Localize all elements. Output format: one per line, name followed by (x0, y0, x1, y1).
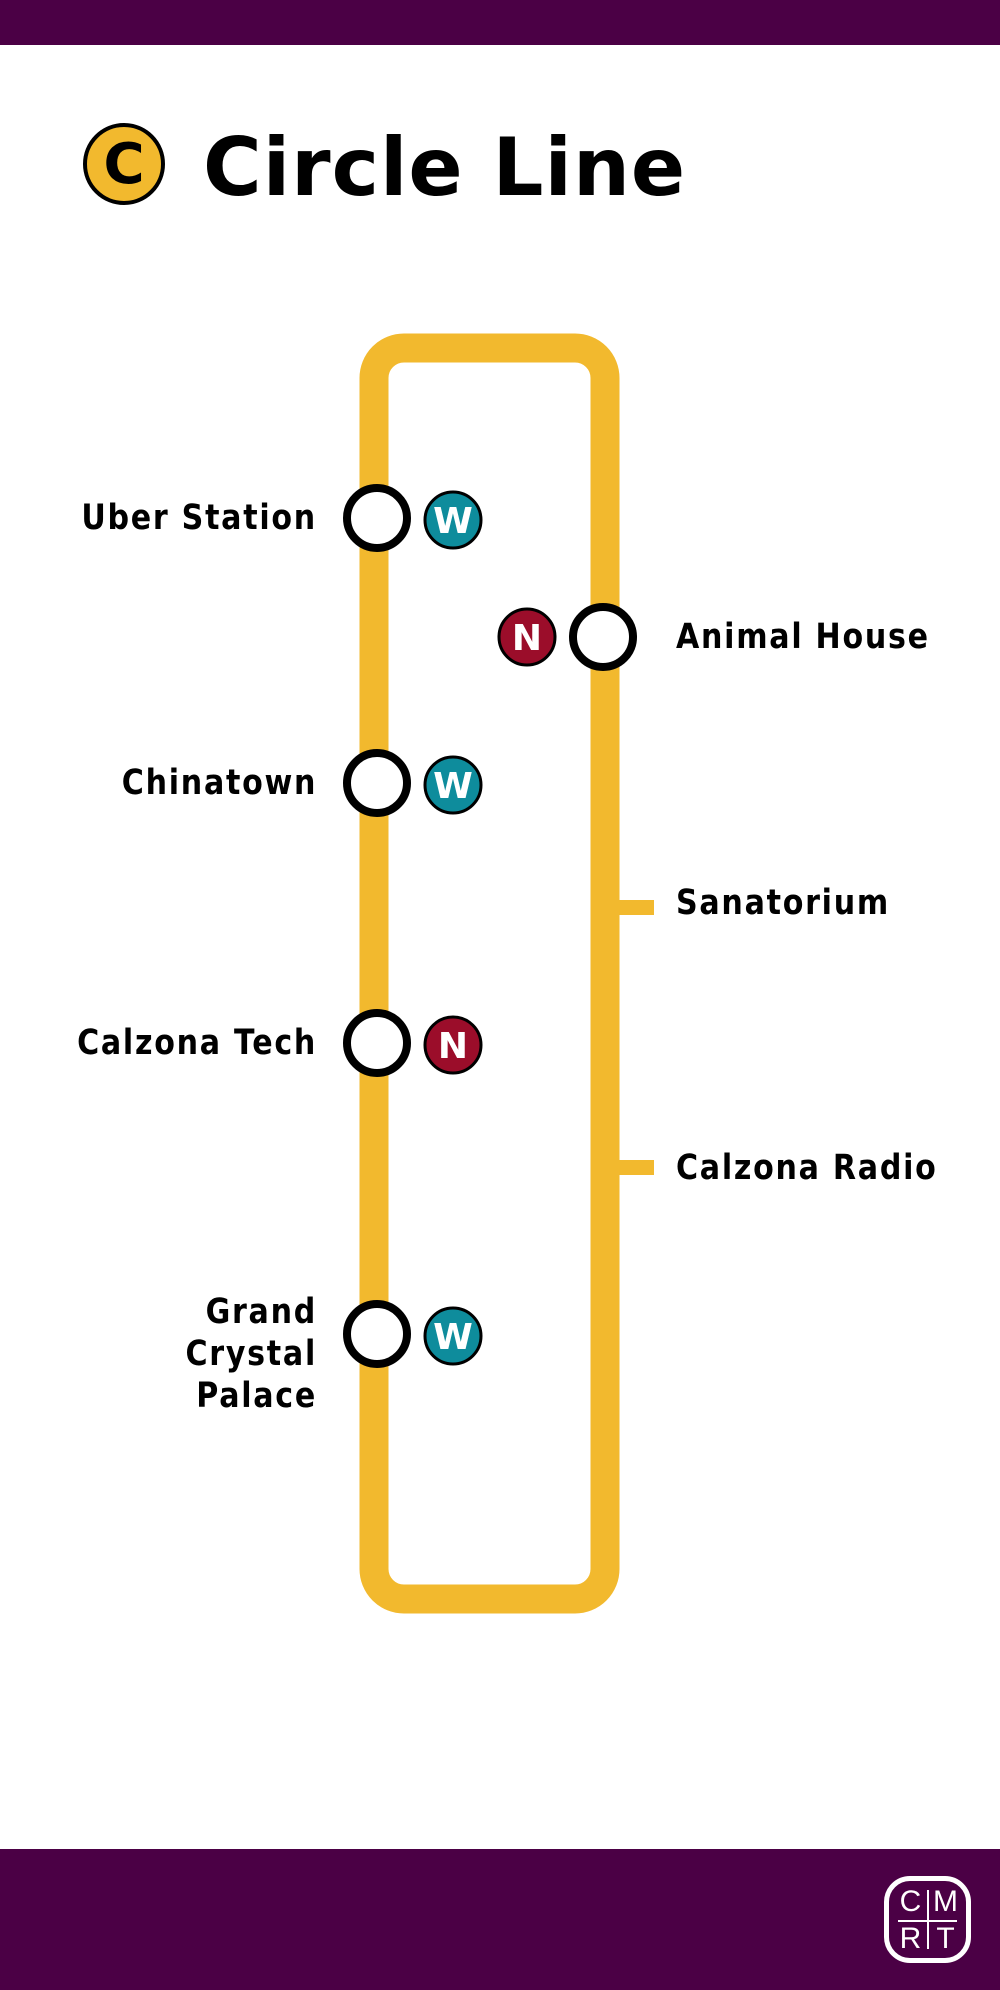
station-marker-uber-station[interactable] (343, 484, 411, 552)
station-tick-sanatorium (605, 900, 654, 915)
station-marker-animal-house[interactable] (569, 603, 637, 671)
svg-text:W: W (433, 1317, 473, 1358)
logo-letter: M (933, 1885, 958, 1918)
station-label-uber-station[interactable]: Uber Station (81, 498, 317, 538)
station-label-calzona-tech[interactable]: Calzona Tech (76, 1023, 317, 1063)
circle-line-badge-icon: C (83, 123, 165, 205)
svg-text:W: W (433, 766, 473, 807)
svg-text:N: N (438, 1026, 468, 1067)
circle-line-track (359, 333, 620, 1614)
transfer-n-icon: N (423, 1015, 483, 1075)
station-marker-grand-crystal-palace[interactable] (343, 1300, 411, 1368)
page-title: Circle Line (203, 121, 687, 214)
svg-text:W: W (433, 501, 473, 542)
station-marker-chinatown[interactable] (343, 749, 411, 817)
svg-text:N: N (512, 618, 542, 659)
station-marker-calzona-tech[interactable] (343, 1009, 411, 1077)
transfer-w-icon: W (423, 1306, 483, 1366)
cmrt-logo: C M R T (884, 1876, 971, 1963)
station-tick-calzona-radio (605, 1160, 654, 1175)
transfer-w-icon: W (423, 490, 483, 550)
station-label-chinatown[interactable]: Chinatown (121, 763, 317, 803)
top-bar (0, 0, 1000, 45)
logo-letter: T (936, 1922, 955, 1955)
transfer-w-icon: W (423, 755, 483, 815)
logo-letter: R (899, 1922, 922, 1955)
transfer-n-icon: N (497, 607, 557, 667)
station-label-sanatorium[interactable]: Sanatorium (676, 883, 890, 923)
station-label-animal-house[interactable]: Animal House (676, 617, 930, 657)
station-label-calzona-radio[interactable]: Calzona Radio (676, 1148, 938, 1188)
logo-letter: C (899, 1885, 922, 1918)
station-label-grand-crystal-palace[interactable]: Grand Crystal Palace (185, 1292, 317, 1416)
bottom-bar (0, 1849, 1000, 1990)
